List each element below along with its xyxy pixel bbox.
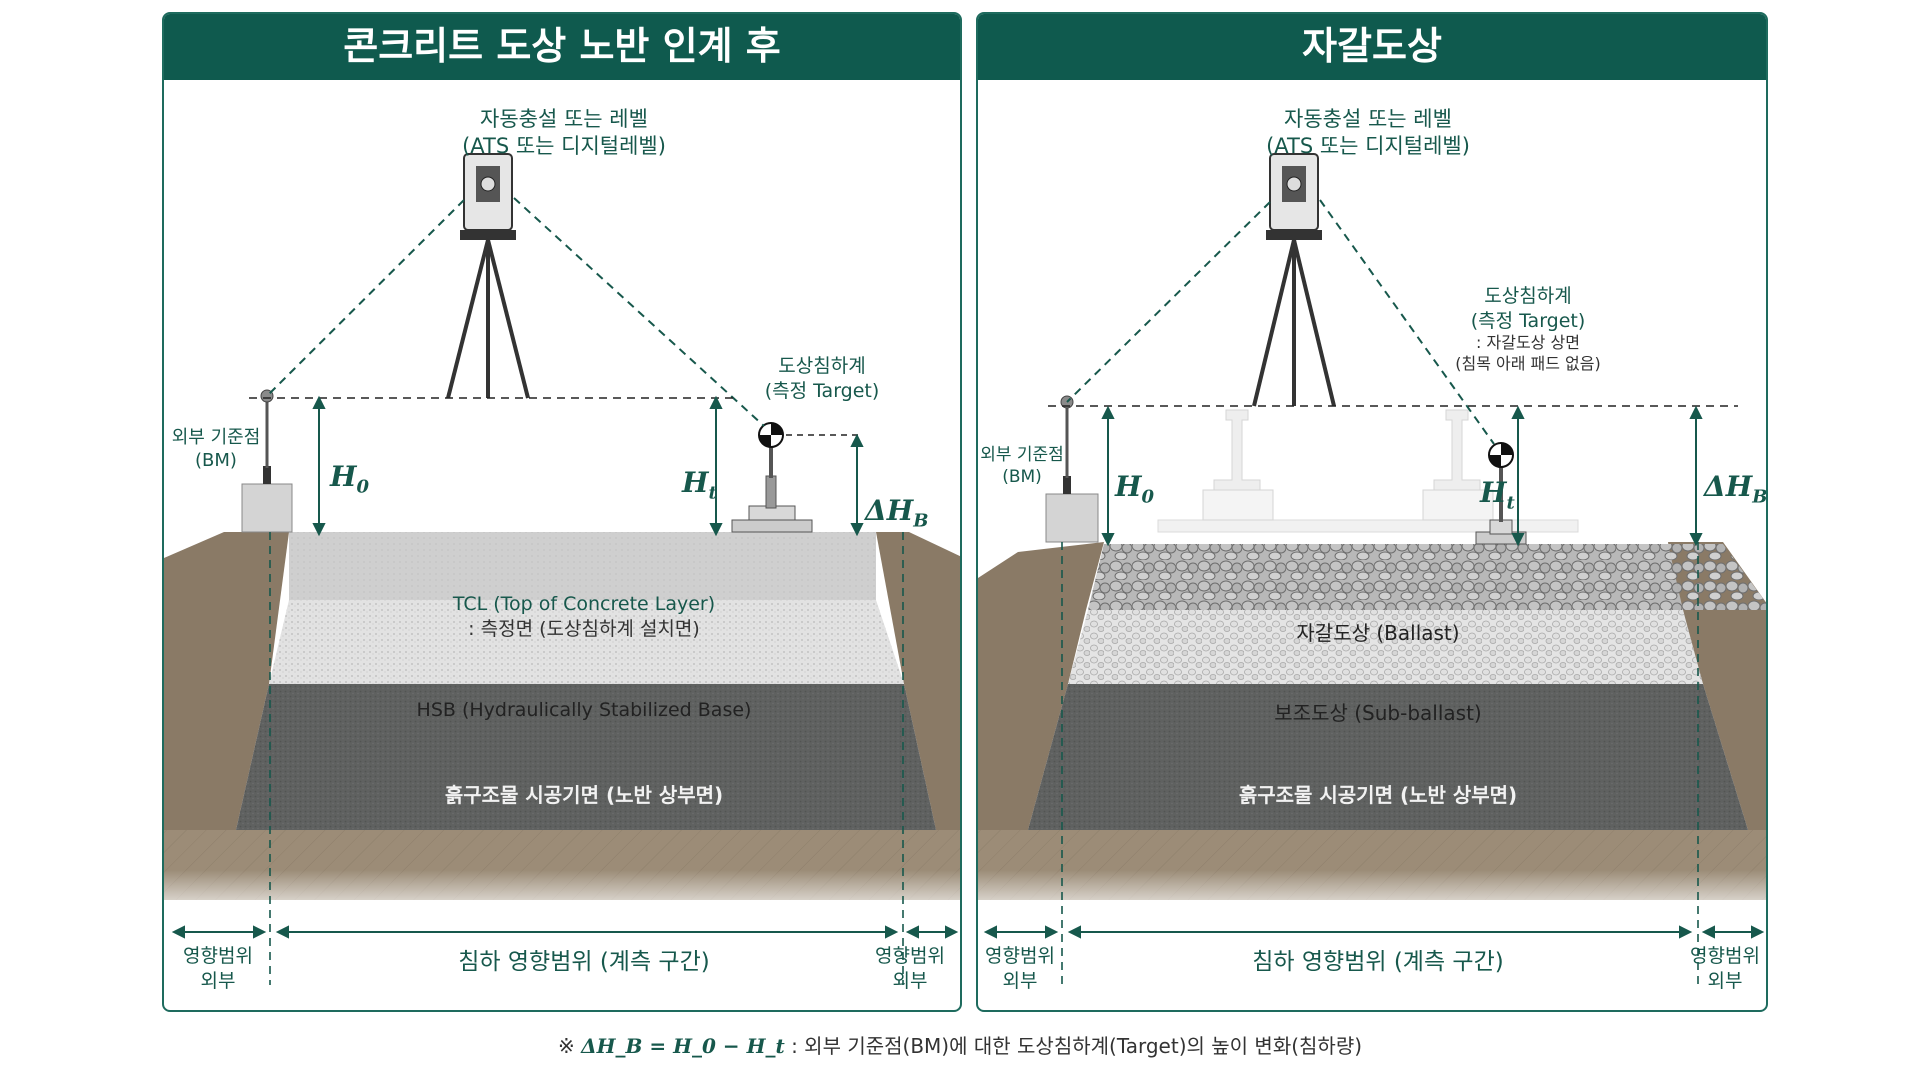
ballast-layer-label: 자갈도상 (Ballast)	[1296, 621, 1460, 645]
range-outside-right-line1: 영향범위	[875, 945, 945, 967]
target-label-line2: (측정 Target)	[764, 379, 880, 402]
tcl-layer-label: TCL (Top of Concrete Layer) : 측정면 (도상침하계…	[364, 592, 804, 641]
bm-label-line2: (BM)	[195, 450, 237, 472]
bm-label-line1: 외부 기준점	[980, 445, 1064, 465]
footnote-mark: ※	[557, 1034, 575, 1058]
range-outside-left-line2: 외부	[1002, 969, 1038, 992]
range-outside-left-line2: 외부	[200, 969, 236, 992]
tcl-label-line1: TCL (Top of Concrete Layer)	[452, 593, 716, 615]
range-outside-left: 영향범위 외부	[168, 944, 268, 993]
instrument-label-line2: (ATS 또는 디지털레벨)	[462, 134, 666, 159]
tripod-icon	[446, 239, 530, 399]
footnote: ※ ΔH_B = H_0 − H_t : 외부 기준점(BM)에 대한 도상침하…	[0, 1030, 1920, 1059]
h0-symbol: H0	[1115, 470, 1154, 508]
range-outside-left-line1: 영향범위	[985, 945, 1055, 967]
dhb-symbol: ΔHB	[1704, 470, 1768, 508]
range-outside-right-line2: 외부	[892, 969, 928, 992]
target-label-line1: 도상침하계	[778, 355, 866, 377]
instrument-label-line2: (ATS 또는 디지털레벨)	[1266, 134, 1470, 159]
bm-label: 외부 기준점 (BM)	[978, 444, 1066, 488]
footnote-text: : 외부 기준점(BM)에 대한 도상침하계(Target)의 높이 변화(침하…	[791, 1034, 1363, 1058]
embankment	[164, 532, 960, 920]
concrete-section-diagram	[164, 153, 960, 985]
range-arrows	[171, 925, 959, 939]
target-label: 도상침하계 (측정 Target)	[752, 354, 892, 403]
tripod-icon	[1252, 239, 1336, 407]
panel-ballast-track: 자갈도상	[976, 12, 1768, 1012]
hsb-layer-label: HSB (Hydraulically Stabilized Base)	[416, 699, 752, 721]
range-outside-right: 영향범위 외부	[1680, 944, 1766, 993]
ht-symbol: Ht	[682, 466, 717, 504]
target-label-line1: 도상침하계	[1484, 285, 1572, 307]
panel-concrete-track: 콘크리트 도상 노반 인계 후	[162, 12, 962, 1012]
dhb-symbol: ΔHB	[865, 494, 929, 532]
target-label: 도상침하계 (측정 Target) : 자갈도상 상면 (침목 아래 패드 없음…	[1438, 284, 1618, 375]
ballast-section-diagram	[978, 153, 1766, 985]
embankment	[978, 542, 1766, 920]
instrument-label-line1: 자동충설 또는 레벨	[480, 107, 648, 131]
subgrade-layer-label: 흙구조물 시공기면 (노반 상부면)	[444, 783, 724, 807]
range-outside-left-line1: 영향범위	[183, 945, 253, 967]
target-note-line2: (침목 아래 패드 없음)	[1455, 354, 1601, 374]
footnote-equation: ΔH_B = H_0 − H_t	[581, 1034, 785, 1058]
tcl-label-line2: : 측정면 (도상침하계 설치면)	[468, 617, 700, 640]
ht-symbol: Ht	[1480, 476, 1515, 514]
target-label-line2: (측정 Target)	[1470, 309, 1586, 332]
bm-label: 외부 기준점 (BM)	[164, 426, 268, 473]
subgrade-layer-label: 흙구조물 시공기면 (노반 상부면)	[1238, 783, 1518, 807]
panel-title: 자갈도상	[978, 14, 1766, 80]
instrument-label: 자동충설 또는 레벨 (ATS 또는 디지털레벨)	[1258, 106, 1478, 161]
bm-label-line2: (BM)	[1002, 467, 1042, 488]
range-center-label: 침하 영향범위 (계측 구간)	[1252, 949, 1504, 975]
target-icon	[731, 422, 813, 533]
instrument-label: 자동충설 또는 레벨 (ATS 또는 디지털레벨)	[454, 106, 674, 161]
bm-label-line1: 외부 기준점	[171, 427, 261, 448]
h0-symbol: H0	[330, 460, 369, 498]
instrument-label-line1: 자동충설 또는 레벨	[1284, 107, 1452, 131]
target-note-line1: : 자갈도상 상면	[1476, 333, 1580, 353]
range-outside-right-line1: 영향범위	[1690, 945, 1760, 967]
range-arrows	[983, 925, 1765, 939]
panel-title: 콘크리트 도상 노반 인계 후	[164, 14, 960, 80]
range-outside-right-line2: 외부	[1707, 969, 1743, 992]
total-station-icon	[1266, 153, 1322, 240]
benchmark-icon	[241, 389, 293, 533]
range-outside-left: 영향범위 외부	[978, 944, 1062, 993]
range-outside-right: 영향범위 외부	[860, 944, 960, 993]
sub-ballast-layer-label: 보조도상 (Sub-ballast)	[1274, 701, 1482, 725]
range-center-label: 침하 영향범위 (계측 구간)	[458, 949, 710, 975]
rail-icon	[1157, 409, 1579, 533]
benchmark-icon	[1045, 395, 1099, 543]
total-station-icon	[460, 153, 516, 240]
